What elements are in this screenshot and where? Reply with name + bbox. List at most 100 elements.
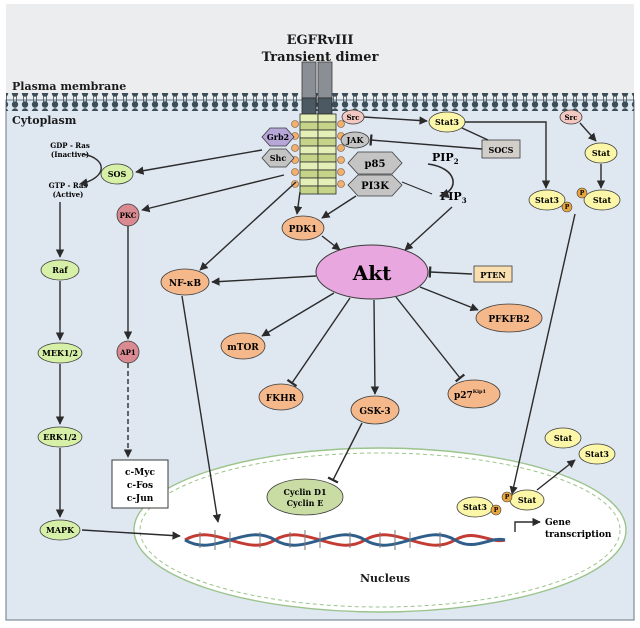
- stat-right-label: Stat: [592, 148, 611, 158]
- erk-node: ERK1/2: [37, 426, 83, 448]
- target-cfos: c-Fos: [127, 481, 153, 491]
- cyclin-d1-label: Cyclin D1: [283, 487, 326, 497]
- grb2-label: Grb2: [267, 132, 289, 142]
- arrow-stat3-dimer: [465, 121, 551, 189]
- inhibit-socs-jak: [369, 134, 483, 150]
- cyclin-e-label: Cyclin E: [287, 498, 324, 508]
- p-label-2: P: [580, 190, 585, 197]
- pkc-node: PKC: [116, 203, 140, 227]
- stat3-top-node: Stat3: [428, 111, 466, 133]
- pkc-label: PKC: [120, 211, 137, 220]
- sos-label: SOS: [108, 169, 127, 179]
- stat3-nuc-label: Stat3: [463, 502, 487, 512]
- stat-right-node: Stat: [584, 142, 618, 164]
- stat3-free-label: Stat3: [585, 449, 609, 459]
- mek-label: MEK1/2: [42, 348, 78, 358]
- arrow-akt-gsk3: [370, 299, 380, 395]
- dna-helix: [184, 530, 506, 550]
- ras-inactive-line1: GDP - Ras: [50, 141, 90, 150]
- ap1-node: AP1: [116, 340, 140, 364]
- fkhr-node: FKHR: [258, 383, 304, 411]
- arrow-dimer-nucleus: [509, 213, 576, 495]
- arrow-pdk1-akt: [321, 235, 341, 251]
- jak-node: JAK: [340, 131, 370, 149]
- fkhr-label: FKHR: [266, 394, 297, 404]
- stat-dimer-label: Stat: [593, 195, 612, 205]
- arrow-pip3-akt: [404, 206, 453, 251]
- stat-free-label: Stat: [554, 433, 573, 443]
- grb2-node: Grb2: [261, 127, 295, 147]
- target-cjun: c-Jun: [127, 494, 154, 504]
- socs-node: SOCS: [481, 139, 521, 159]
- p-label-3: P: [494, 507, 499, 514]
- ras-activation-arc: [79, 153, 102, 187]
- cyclins-node: Cyclin D1 Cyclin E: [266, 478, 344, 516]
- receptor-subtitle: Transient dimer: [262, 50, 379, 65]
- pfkfb2-label: PFKFB2: [488, 315, 529, 325]
- raf-node: Raf: [40, 259, 80, 281]
- pdk1-node: PDK1: [281, 215, 325, 241]
- membrane-label: Plasma membrane: [12, 80, 126, 93]
- arrow-mapk-dna: [81, 529, 181, 540]
- p27-label: p27Kip1: [454, 389, 486, 401]
- arrow-receptor-pdk1: [293, 191, 303, 215]
- nfkb-label: NF-κB: [169, 279, 202, 289]
- arrow-akt-nfkb: [211, 275, 317, 286]
- arrow-dimer-release: [536, 459, 576, 491]
- pip2-to-pip3-arrow: [427, 163, 454, 199]
- ras-active-line2: (Active): [53, 190, 84, 199]
- sos-node: SOS: [100, 163, 134, 185]
- p85-label: p85: [365, 159, 386, 170]
- jak-label: JAK: [346, 135, 365, 145]
- src-label-right: Src: [564, 113, 577, 122]
- shc-node: Shc: [261, 148, 295, 168]
- p85-node: p85: [347, 151, 403, 175]
- mek-node: MEK1/2: [37, 342, 83, 364]
- arrow-nfkb-dna: [181, 295, 221, 523]
- pi3k-to-pip3-arrow: [401, 181, 433, 195]
- stat-dimer-nucleus: Stat3 Stat P P: [456, 489, 545, 518]
- nucleus: [133, 447, 627, 613]
- inhibit-pten-akt: [428, 266, 473, 278]
- gene-transcription-line1: Gene: [545, 518, 571, 528]
- erk-label: ERK1/2: [43, 432, 77, 442]
- link-stat3-socs: [461, 127, 489, 141]
- raf-label: Raf: [52, 265, 68, 275]
- cytoplasm-label: Cytoplasm: [12, 114, 77, 127]
- mtor-label: mTOR: [227, 343, 259, 353]
- shc-label: Shc: [270, 153, 287, 163]
- src-node-right: Src: [559, 109, 583, 125]
- mapk-label: MAPK: [46, 525, 75, 535]
- pten-label: PTEN: [480, 270, 505, 280]
- stat-nuc-label: Stat: [518, 495, 537, 505]
- arrow-shc-sos: [135, 149, 263, 175]
- inhibit-gsk3-cyclins: [327, 422, 363, 484]
- p27-node: p27Kip1: [447, 379, 501, 409]
- gene-transcription-line2: transcription: [545, 530, 612, 540]
- ras-active-line1: GTP - Ras: [49, 181, 88, 190]
- arrow-gene-transcription: [514, 517, 541, 532]
- nucleus-label: Nucleus: [360, 572, 410, 585]
- ap1-targets-box: c-Myc c-Fos c-Jun: [111, 459, 169, 509]
- ras-inactive-line2: (Inactive): [51, 150, 89, 159]
- src-node-left: Src: [341, 109, 365, 125]
- stat-dimer-cytoplasm: Stat3 Stat P P: [528, 187, 621, 213]
- pip2-label: PIP2: [432, 151, 459, 166]
- akt-label: Akt: [352, 261, 392, 285]
- stat3-top-label: Stat3: [435, 117, 459, 127]
- arrow-akt-pfkfb2: [419, 286, 479, 312]
- pi3k-node: PI3K: [347, 174, 403, 197]
- pfkfb2-node: PFKFB2: [475, 303, 543, 333]
- ap1-label: AP1: [119, 348, 136, 357]
- inhibit-akt-fkhr: [286, 297, 351, 388]
- mtor-node: mTOR: [220, 332, 266, 360]
- arrow-akt-mtor: [261, 292, 335, 337]
- pi3k-label: PI3K: [361, 181, 389, 192]
- egfrviii-receptor-dimer: [291, 61, 345, 195]
- p-label-1: P: [565, 204, 570, 211]
- arrow-pi3k-pdk1: [321, 195, 357, 219]
- gsk3-label: GSK-3: [359, 407, 390, 417]
- arrow-receptor-nfkb: [199, 181, 297, 271]
- arrow-src-stat: [579, 122, 597, 142]
